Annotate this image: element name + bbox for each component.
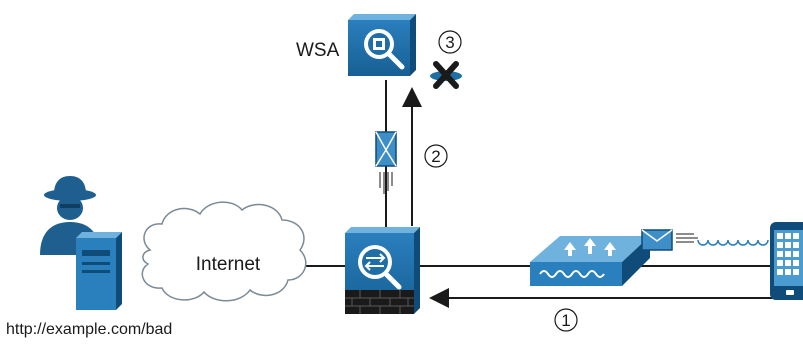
wireless-envelope-icon — [641, 229, 769, 251]
envelope-icon — [375, 131, 397, 194]
blocked-x-icon — [430, 61, 462, 89]
internet-label: Internet — [196, 254, 261, 275]
step1-marker: 1 — [554, 308, 578, 332]
step3-marker: 3 — [438, 30, 462, 54]
url-label: http://example.com/bad — [6, 321, 172, 338]
server-icon — [76, 232, 122, 310]
asa-firewall-icon — [345, 227, 420, 314]
wsa-appliance-icon — [348, 14, 416, 76]
step2-label: 2 — [431, 147, 440, 166]
wireless-access-point-icon — [530, 236, 650, 286]
wsa-label: WSA — [296, 40, 340, 61]
cloud-icon — [141, 201, 307, 302]
step2-marker: 2 — [424, 144, 448, 168]
step1-label: 1 — [561, 311, 570, 330]
smartphone-icon — [770, 222, 803, 300]
step3-label: 3 — [445, 33, 454, 52]
